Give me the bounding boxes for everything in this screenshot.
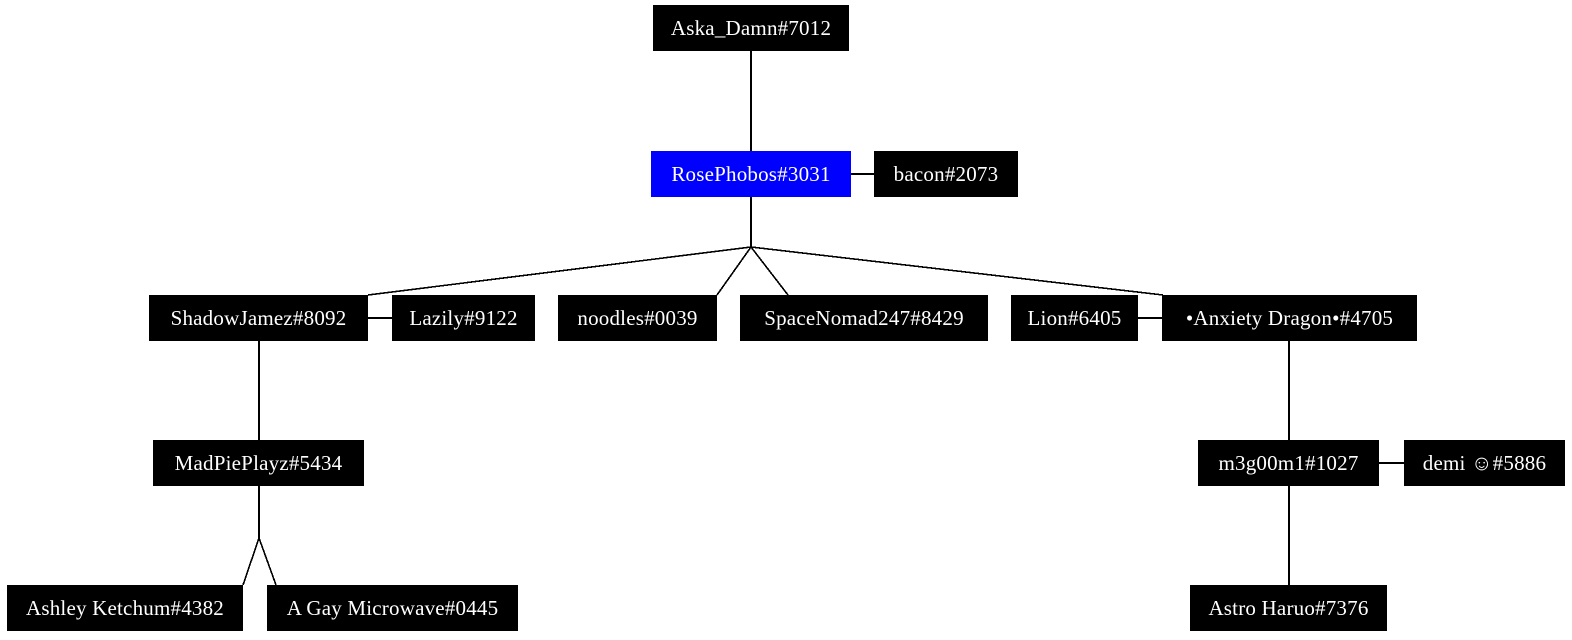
node-m3g00m1[interactable]: m3g00m1#1027 bbox=[1198, 440, 1379, 486]
node-label-rosephobos: RosePhobos#3031 bbox=[671, 161, 831, 186]
node-label-m3g00m1: m3g00m1#1027 bbox=[1218, 450, 1359, 475]
edge-junction-1-to-anxiety bbox=[750, 246, 1164, 296]
node-bacon[interactable]: bacon#2073 bbox=[874, 151, 1018, 197]
node-label-aska: Aska_Damn#7012 bbox=[670, 15, 832, 40]
node-label-bacon: bacon#2073 bbox=[893, 161, 999, 186]
node-label-lazily: Lazily#9122 bbox=[409, 305, 518, 330]
edge-junction-1-to-spacenomad bbox=[750, 246, 789, 296]
node-label-ashley: Ashley Ketchum#4382 bbox=[25, 595, 225, 620]
node-label-anxiety: •Anxiety Dragon•#4705 bbox=[1185, 305, 1394, 330]
node-label-noodles: noodles#0039 bbox=[577, 305, 698, 330]
edge-junction-2-to-microwave bbox=[258, 537, 277, 586]
node-noodles[interactable]: noodles#0039 bbox=[558, 295, 717, 341]
node-madpie[interactable]: MadPiePlayz#5434 bbox=[153, 440, 364, 486]
node-aska[interactable]: Aska_Damn#7012 bbox=[653, 5, 849, 51]
node-ashley[interactable]: Ashley Ketchum#4382 bbox=[7, 585, 243, 631]
node-rosephobos[interactable]: RosePhobos#3031 bbox=[651, 151, 851, 197]
node-astro[interactable]: Astro Haruo#7376 bbox=[1190, 585, 1387, 631]
node-lion[interactable]: Lion#6405 bbox=[1011, 295, 1138, 341]
node-spacenomad[interactable]: SpaceNomad247#8429 bbox=[740, 295, 988, 341]
node-label-lion: Lion#6405 bbox=[1027, 305, 1122, 330]
edge-junction-1-to-shadowjamez bbox=[367, 246, 752, 296]
node-label-madpie: MadPiePlayz#5434 bbox=[174, 450, 343, 475]
node-shadowjamez[interactable]: ShadowJamez#8092 bbox=[149, 295, 368, 341]
edge-junction-1-to-noodles bbox=[716, 246, 752, 296]
node-label-astro: Astro Haruo#7376 bbox=[1208, 595, 1369, 620]
node-label-demi: demi ☺#5886 bbox=[1422, 450, 1547, 475]
node-label-spacenomad: SpaceNomad247#8429 bbox=[764, 305, 964, 330]
node-microwave[interactable]: A Gay Microwave#0445 bbox=[267, 585, 518, 631]
node-demi[interactable]: demi ☺#5886 bbox=[1404, 440, 1565, 486]
node-label-microwave: A Gay Microwave#0445 bbox=[286, 595, 499, 620]
node-label-shadowjamez: ShadowJamez#8092 bbox=[170, 305, 347, 330]
node-anxiety[interactable]: •Anxiety Dragon•#4705 bbox=[1162, 295, 1417, 341]
node-lazily[interactable]: Lazily#9122 bbox=[392, 295, 535, 341]
edge-junction-2-to-ashley bbox=[242, 537, 260, 586]
